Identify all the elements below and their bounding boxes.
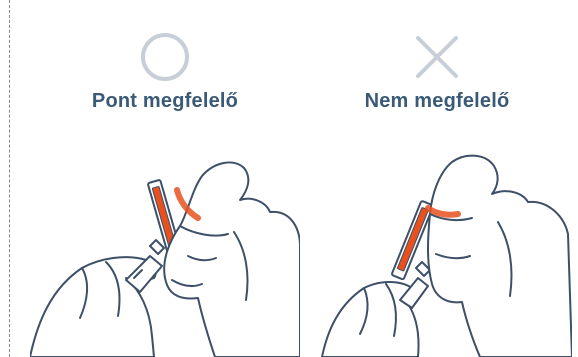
circle-mark-icon (30, 28, 300, 86)
correct-application-illustration (30, 150, 300, 357)
lower-hand (322, 282, 419, 357)
incorrect-application-illustration (302, 150, 572, 357)
correct-label: Pont megfelelő (30, 90, 300, 113)
cross-mark-icon (302, 28, 572, 86)
incorrect-label: Nem megfelelő (302, 90, 572, 113)
correct-panel: Pont megfelelő (30, 0, 300, 357)
upper-hand (428, 156, 572, 357)
incorrect-panel: Nem megfelelő (302, 0, 572, 357)
upper-hand (164, 162, 300, 357)
dashed-divider (9, 0, 10, 357)
